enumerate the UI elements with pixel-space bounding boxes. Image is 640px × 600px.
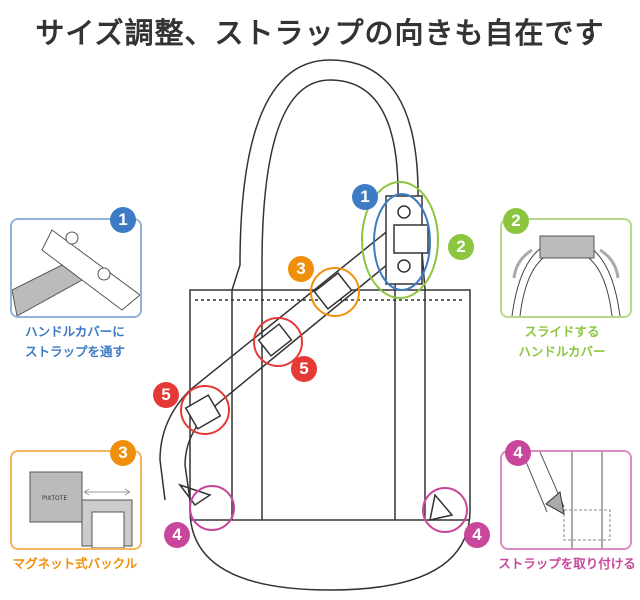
callout-badge-4a: 4	[164, 522, 190, 548]
detail-panel-2	[500, 218, 632, 318]
callout-badge-2: 2	[448, 234, 474, 260]
buckle-logo: PIXTOTE	[42, 495, 67, 502]
caption-1: ハンドルカバーにストラップを通す	[0, 322, 155, 362]
panel-badge-4: 4	[505, 440, 531, 466]
caption-2: スライドするハンドルカバー	[482, 322, 640, 362]
detail-panel-3: PIXTOTE	[10, 450, 142, 550]
caption-2-line-2: ハンドルカバー	[518, 344, 606, 359]
detail-panel-4	[500, 450, 632, 550]
caption-3: マグネット式バックル	[12, 556, 138, 571]
caption-1-line-1: ハンドルカバーに	[25, 324, 125, 339]
bag-handle	[231, 59, 426, 291]
caption-2-line-1: スライドする	[524, 324, 600, 339]
callout-badge-4b: 4	[464, 522, 490, 548]
callout-badge-3: 3	[288, 256, 314, 282]
callout-badge-5b: 5	[153, 382, 179, 408]
caption-1-line-2: ストラップを通す	[24, 344, 125, 359]
detail-panel-1	[10, 218, 142, 318]
caption-4: ストラップを取り付ける	[498, 556, 636, 571]
page-title: サイズ調整、ストラップの向きも自在です	[35, 16, 605, 50]
panel-badge-1: 1	[110, 207, 136, 233]
callout-badge-1: 1	[352, 184, 378, 210]
panel-badge-2: 2	[503, 208, 529, 234]
bag-body	[189, 289, 471, 591]
panel-badge-3: 3	[110, 440, 136, 466]
callout-badge-5a: 5	[291, 356, 317, 382]
